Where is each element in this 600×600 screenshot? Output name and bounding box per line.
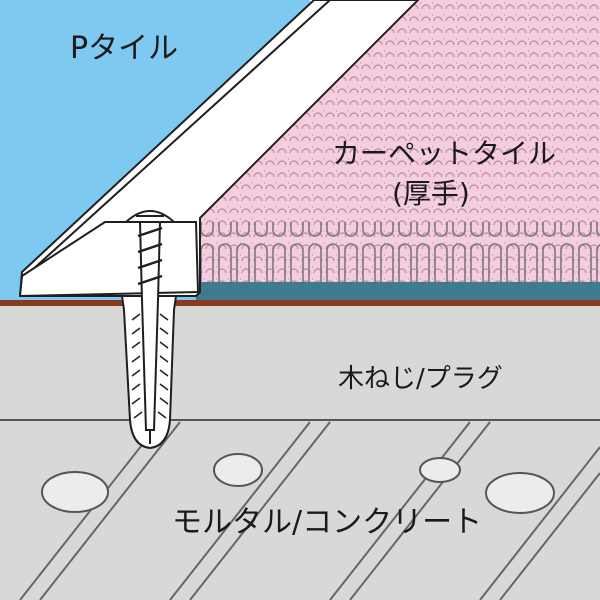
floor-slab	[0, 304, 600, 600]
label-carpet-tile: カーペットタイル	[332, 137, 557, 170]
label-mortar-concrete: モルタル/コンクリート	[172, 505, 483, 540]
concrete-hatch	[19, 421, 600, 600]
carpet-backing	[196, 282, 600, 302]
substrate-line	[0, 300, 600, 306]
carpet-loops	[196, 222, 600, 286]
label-p-tile: Pタイル	[70, 31, 179, 66]
label-screw-plug: 木ねじ/プラグ	[338, 364, 503, 394]
label-carpet-tile-note: (厚手)	[392, 177, 470, 210]
screw-icon	[123, 210, 177, 431]
